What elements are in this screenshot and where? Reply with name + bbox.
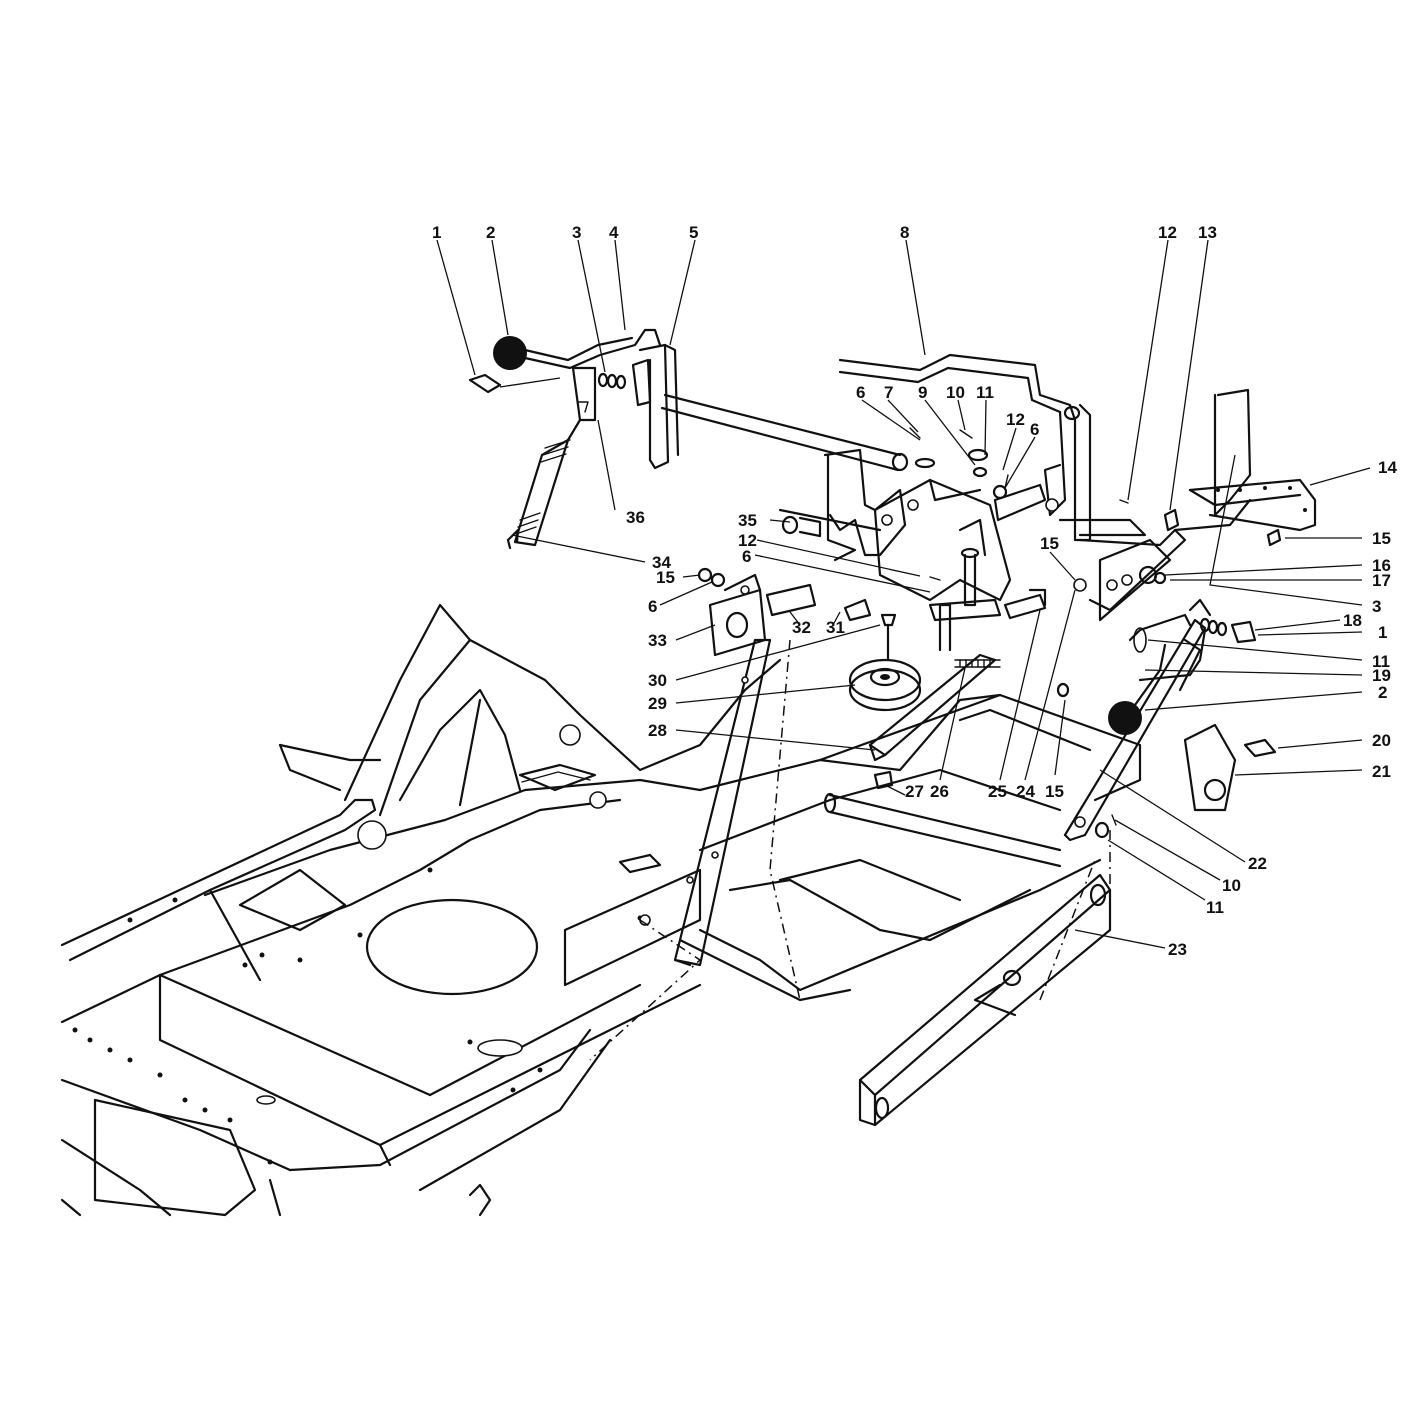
callout-6-left: 6 xyxy=(742,547,751,566)
callout-8: 8 xyxy=(900,223,909,242)
callout-12-mid: 12 xyxy=(1006,410,1025,429)
callout-3-top: 3 xyxy=(572,223,581,242)
callout-34: 34 xyxy=(652,553,671,572)
callout-16: 16 xyxy=(1372,556,1391,575)
callout-18: 18 xyxy=(1343,611,1362,630)
left-lever-assembly xyxy=(468,328,909,550)
callout-35: 35 xyxy=(738,511,757,530)
callout-19: 19 xyxy=(1372,666,1391,685)
callout-6-b: 6 xyxy=(1030,420,1039,439)
callout-26: 26 xyxy=(930,782,949,801)
callout-36: 36 xyxy=(626,508,645,527)
callout-11-right: 11 xyxy=(1372,652,1390,671)
callout-13: 13 xyxy=(1198,223,1217,242)
callout-31: 31 xyxy=(826,618,845,637)
callout-labels: 1 2 3 4 5 8 12 13 6 7 9 10 11 12 6 14 15… xyxy=(432,223,1397,959)
callout-15-mid: 15 xyxy=(1040,534,1059,553)
upper-shaft-assembly xyxy=(778,353,1187,612)
idler-pulley-assembly xyxy=(697,567,1087,790)
callout-6-a: 6 xyxy=(856,383,865,402)
callout-1-right: 1 xyxy=(1378,623,1387,642)
callout-2-top: 2 xyxy=(486,223,495,242)
callout-10-right: 10 xyxy=(1222,876,1241,895)
callout-29: 29 xyxy=(648,694,667,713)
callout-30: 30 xyxy=(648,671,667,690)
callout-20: 20 xyxy=(1372,731,1391,750)
callout-23: 23 xyxy=(1168,940,1187,959)
callout-5: 5 xyxy=(689,223,698,242)
callout-10-top: 10 xyxy=(946,383,965,402)
callout-7: 7 xyxy=(884,383,893,402)
callout-2-right: 2 xyxy=(1378,683,1387,702)
callout-6-c: 6 xyxy=(648,597,657,616)
callout-9: 9 xyxy=(918,383,927,402)
callout-15-left: 15 xyxy=(656,568,675,587)
callout-14: 14 xyxy=(1378,458,1397,477)
callout-22: 22 xyxy=(1248,854,1267,873)
callout-11-top: 11 xyxy=(976,383,994,402)
callout-33: 33 xyxy=(648,631,667,650)
callout-32: 32 xyxy=(792,618,811,637)
callout-3-right: 3 xyxy=(1372,597,1381,616)
right-bracket-assembly xyxy=(1058,388,1317,839)
callout-4: 4 xyxy=(609,223,619,242)
chassis-frame xyxy=(60,603,1142,1217)
callout-27: 27 xyxy=(905,782,924,801)
knob-icon-right xyxy=(1108,701,1142,735)
callout-21: 21 xyxy=(1372,762,1391,781)
leader-lines xyxy=(436,239,1371,949)
knob-icon xyxy=(493,336,527,370)
callout-11-lower: 11 xyxy=(1206,898,1224,917)
callout-17: 17 xyxy=(1372,571,1391,590)
lift-bar-assembly xyxy=(858,618,1207,1127)
callout-12-top: 12 xyxy=(1158,223,1177,242)
callout-25: 25 xyxy=(988,782,1007,801)
callout-15-right: 15 xyxy=(1372,529,1391,548)
callout-24: 24 xyxy=(1016,782,1035,801)
callout-12-left: 12 xyxy=(738,531,757,550)
callout-15-bottom: 15 xyxy=(1045,782,1064,801)
callout-28: 28 xyxy=(648,721,667,740)
callout-1-left: 1 xyxy=(432,223,441,242)
